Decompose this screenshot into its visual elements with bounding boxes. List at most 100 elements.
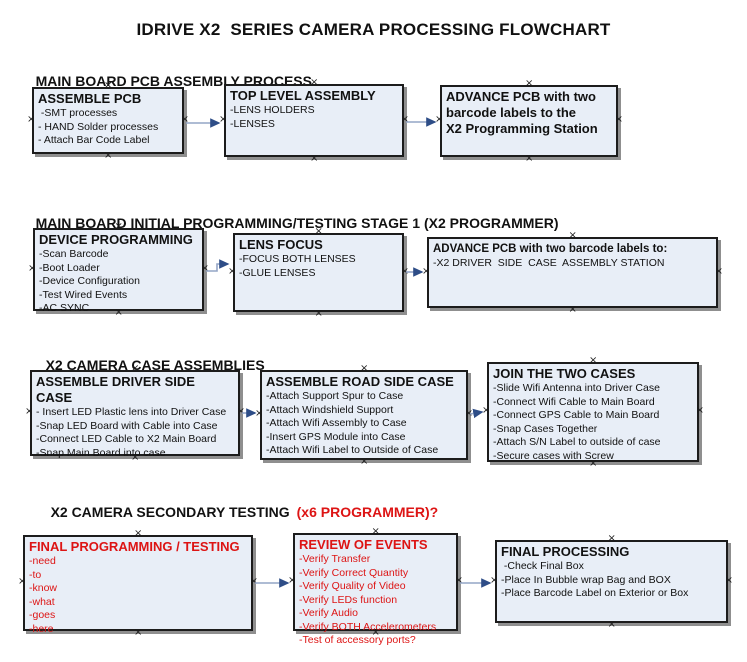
- section-heading-text: MAIN BOARD INITIAL PROGRAMMING/TESTING S…: [35, 215, 559, 231]
- node-title: REVIEW OF EVENTS: [299, 537, 428, 552]
- node-title: ASSEMBLE ROAD SIDE CASE: [266, 374, 454, 389]
- node-body: -Slide Wifi Antenna into Driver Case-Con…: [493, 382, 693, 463]
- connection-point-mark: ×: [695, 405, 704, 416]
- connection-point-mark: ×: [236, 406, 245, 417]
- box-item-line: -Insert GPS Module into Case: [266, 430, 406, 443]
- node-final-programming-testing: FINAL PROGRAMMING / TESTING -need-to-kno…: [18, 529, 258, 638]
- page-title: IDRIVE X2 SERIES CAMERA PROCESSING FLOWC…: [136, 20, 611, 39]
- box-item-line: -Connect GPS Cable to Main Board: [493, 409, 660, 421]
- connection-point-mark: ×: [724, 574, 733, 586]
- box-item-line: -what: [29, 595, 55, 608]
- connection-point-mark: ×: [25, 406, 34, 417]
- box-item-line: -Test of accessory ports?: [299, 634, 416, 646]
- box-item-line: -Attach Wifi Assembly to Case: [266, 417, 407, 429]
- node-body: -SMT processes- HAND Solder processes- A…: [38, 107, 178, 148]
- box-item-line: -to: [29, 568, 42, 581]
- connection-point-mark: ×: [255, 408, 264, 419]
- box-item-line: -Attach Windshield Support: [266, 403, 394, 416]
- node-title: FINAL PROGRAMMING / TESTING: [29, 539, 240, 554]
- box-item-line: -Attach S/N Label to outside of case: [493, 436, 661, 448]
- box-item-line: -Connect Wifi Cable to Main Board: [493, 395, 655, 408]
- section-heading-pcb-assembly: MAIN BOARD PCB ASSEMBLY PROCESS: [20, 57, 319, 105]
- connection-point-mark: ×: [568, 304, 577, 315]
- connection-point-mark: ×: [228, 265, 237, 277]
- box-item-line: -Verify Transfer: [299, 553, 371, 565]
- box-item-line: -Attach Wifi Label to Outside of Case: [266, 444, 439, 456]
- node-advance-pcb-driver-side-station: ADVANCE PCB with two barcode labels to: …: [422, 231, 723, 315]
- connector-arrow: [469, 408, 484, 419]
- node-top-level-assembly: TOP LEVEL ASSEMBLY -LENS HOLDERS-LENSES …: [219, 78, 409, 164]
- box-item-line: -know: [29, 582, 58, 594]
- box-item-line: -Verify LEDs function: [299, 593, 398, 606]
- connection-point-mark: ×: [249, 576, 258, 587]
- node-title: TOP LEVEL ASSEMBLY: [230, 88, 376, 103]
- connection-point-mark: ×: [525, 78, 534, 89]
- node-advance-pcb-programming-station: ADVANCE PCB with two barcode labels to t…: [435, 79, 623, 164]
- node-body: - Insert LED Plastic lens into Driver Ca…: [36, 406, 234, 460]
- box-item-line: -need: [29, 555, 56, 567]
- connection-point-mark: ×: [400, 265, 409, 277]
- connection-point-mark: ×: [28, 262, 37, 274]
- node-body: -Check Final Box-Place In Bubble wrap Ba…: [501, 560, 722, 601]
- box-item-line: -Verify Audio: [299, 607, 358, 619]
- node-assemble-road-side-case: ASSEMBLE ROAD SIDE CASE -Attach Support …: [255, 364, 473, 467]
- connection-point-mark: ×: [360, 456, 369, 467]
- box-item-line: -GLUE LENSES: [239, 266, 316, 279]
- node-body: -LENS HOLDERS-LENSES: [230, 104, 398, 131]
- box-item-line: -Boot Loader: [39, 261, 100, 274]
- connection-point-mark: ×: [200, 262, 209, 274]
- connection-point-mark: ×: [464, 408, 473, 419]
- connection-point-mark: ×: [435, 114, 444, 125]
- box-item-line: -Snap Main Board into case: [36, 446, 166, 459]
- node-assemble-pcb: ASSEMBLE PCB -SMT processes- HAND Solder…: [27, 81, 189, 161]
- node-final-processing: FINAL PROCESSING -Check Final Box-Place …: [490, 534, 733, 630]
- connection-point-mark: ×: [310, 153, 319, 164]
- box-item-line: -FOCUS BOTH LENSES: [239, 253, 356, 265]
- box-item-line: - Insert LED Plastic lens into Driver Ca…: [36, 406, 227, 418]
- connection-point-mark: ×: [360, 363, 369, 374]
- connection-point-mark: ×: [714, 265, 723, 277]
- node-title: ASSEMBLE DRIVER SIDE CASE: [36, 374, 195, 405]
- box-item-line: -Verify Correct Quantity: [299, 566, 409, 579]
- box-item-line: -Secure cases with Screw: [493, 449, 614, 462]
- node-body: -X2 DRIVER SIDE CASE ASSEMBLY STATION: [433, 257, 712, 271]
- connector-arrow: [206, 259, 230, 272]
- connection-point-mark: ×: [219, 113, 228, 125]
- box-item-line: -Snap LED Board with Cable into Case: [36, 419, 218, 432]
- section-heading-secondary-testing: X2 CAMERA SECONDARY TESTING(x6 PROGRAMME…: [35, 488, 439, 536]
- node-body: -Scan Barcode-Boot Loader-Device Configu…: [39, 248, 198, 316]
- box-item-line: -Slide Wifi Antenna into Driver Case: [493, 382, 660, 394]
- box-item-line: -Verify BOTH Accelerometers: [299, 620, 437, 633]
- node-body: -FOCUS BOTH LENSES-GLUE LENSES: [239, 253, 398, 280]
- section-heading-text: X2 CAMERA CASE ASSEMBLIES: [45, 357, 265, 373]
- node-review-of-events: REVIEW OF EVENTS -Verify Transfer-Verify…: [288, 527, 463, 647]
- box-item-line: -Snap Cases Together: [493, 422, 598, 435]
- connection-point-mark: ×: [27, 113, 36, 125]
- node-body: -need-to-know-what-goes-here: [29, 555, 247, 636]
- box-item-line: -Place In Bubble wrap Bag and BOX: [501, 573, 671, 586]
- connection-point-mark: ×: [607, 619, 616, 630]
- box-item-line: -Test Wired Events: [39, 288, 128, 301]
- node-lens-focus: LENS FOCUS -FOCUS BOTH LENSES-GLUE LENSE…: [228, 227, 409, 319]
- connection-point-mark: ×: [104, 150, 113, 161]
- connection-point-mark: ×: [454, 575, 463, 586]
- connection-point-mark: ×: [525, 153, 534, 164]
- box-item-line: -Connect LED Cable to X2 Main Board: [36, 433, 217, 445]
- node-device-programming: DEVICE PROGRAMMING -Scan Barcode-Boot Lo…: [28, 222, 209, 318]
- box-item-line: -goes: [29, 609, 56, 621]
- node-body: -Attach Support Spur to Case-Attach Wind…: [266, 390, 462, 458]
- box-item-line: - Attach Bar Code Label: [38, 134, 150, 146]
- node-title: LENS FOCUS: [239, 237, 323, 252]
- connection-point-mark: ×: [288, 575, 297, 586]
- box-item-line: -Verify Quality of Video: [299, 580, 406, 592]
- node-title: ADVANCE PCB with two barcode labels to t…: [446, 89, 598, 136]
- node-title: ASSEMBLE PCB: [38, 91, 142, 106]
- box-item-line: -LENS HOLDERS: [230, 104, 315, 116]
- connection-point-mark: ×: [482, 405, 491, 416]
- connection-point-mark: ×: [314, 308, 323, 319]
- box-item-line: -SMT processes: [38, 107, 118, 119]
- connection-point-mark: ×: [400, 113, 409, 125]
- box-item-line: -AC SYNC: [39, 302, 90, 314]
- box-item-line: - HAND Solder processes: [38, 120, 159, 133]
